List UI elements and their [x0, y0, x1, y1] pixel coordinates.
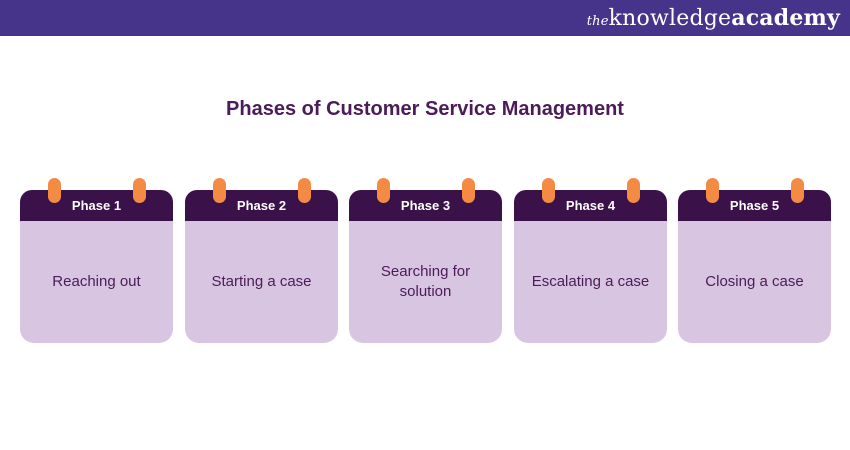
phase-card: Phase 4 Escalating a case	[514, 178, 667, 343]
phase-label: Phase 1	[20, 190, 173, 221]
phase-card: Phase 1 Reaching out	[20, 178, 173, 343]
phase-text: Searching for solution	[349, 221, 502, 343]
top-bar: theknowledgeacademy	[0, 0, 850, 36]
calendar-pin-icon	[542, 178, 555, 203]
calendar-pin-icon	[213, 178, 226, 203]
phase-text: Starting a case	[185, 221, 338, 343]
calendar-pin-icon	[48, 178, 61, 203]
calendar-pin-icon	[377, 178, 390, 203]
phase-card: Phase 5 Closing a case	[678, 178, 831, 343]
phase-label: Phase 4	[514, 190, 667, 221]
page-title: Phases of Customer Service Management	[226, 98, 624, 120]
phase-text: Reaching out	[20, 221, 173, 343]
phase-label: Phase 2	[185, 190, 338, 221]
logo-suffix: academy	[731, 5, 840, 31]
calendar-pin-icon	[133, 178, 146, 203]
phase-label: Phase 3	[349, 190, 502, 221]
calendar-pin-icon	[627, 178, 640, 203]
calendar-pin-icon	[791, 178, 804, 203]
logo-main: knowledge	[608, 6, 732, 31]
phase-text: Closing a case	[678, 221, 831, 343]
phase-card: Phase 2 Starting a case	[185, 178, 338, 343]
brand-logo[interactable]: theknowledgeacademy	[587, 5, 840, 31]
calendar-pin-icon	[462, 178, 475, 203]
calendar-pin-icon	[298, 178, 311, 203]
calendar-pin-icon	[706, 178, 719, 203]
logo-prefix: the	[586, 14, 609, 29]
phase-card: Phase 3 Searching for solution	[349, 178, 502, 343]
phase-text: Escalating a case	[514, 221, 667, 343]
phase-label: Phase 5	[678, 190, 831, 221]
